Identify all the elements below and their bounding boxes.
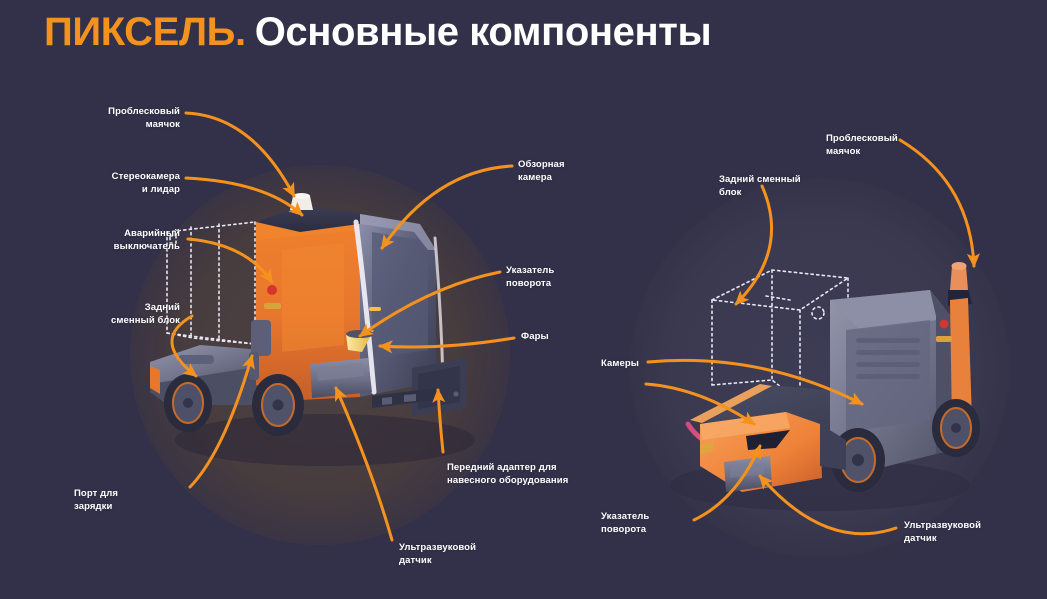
callout-label-emergency-switch: Аварийный выключатель xyxy=(113,228,180,252)
leader-turn-signal-left xyxy=(358,270,502,338)
leader-cameras-2 xyxy=(644,382,756,426)
callout-label-ultrasonic-right: Ультразвуковой датчик xyxy=(904,520,982,544)
brand-name: ПИКСЕЛЬ. xyxy=(44,10,246,54)
orange-pillar xyxy=(950,298,972,424)
leader-cameras-1 xyxy=(646,358,864,406)
leader-charging-port xyxy=(188,354,255,489)
rear-module-wireframe xyxy=(166,221,256,345)
callout-leader-lines xyxy=(170,111,980,542)
callout-label-beacon-left: Проблесковый маячок xyxy=(108,106,180,130)
callout-label-turn-signal-left: Указатель поворота xyxy=(506,265,555,289)
wheel-front-left xyxy=(252,374,304,436)
callout-label-cameras: Камеры xyxy=(601,358,640,369)
wheel-rear-right xyxy=(932,399,980,457)
page-title: ПИКСЕЛЬ.Основные компоненты xyxy=(44,10,712,54)
callout-label-stereo-lidar: Стереокамера и лидар xyxy=(111,171,180,195)
turn-signal-left-lamp xyxy=(369,307,381,311)
callout-label-turn-signal-right: Указатель поворота xyxy=(601,511,650,535)
callout-label-headlights: Фары xyxy=(521,331,549,342)
leader-ultrasonic-left xyxy=(334,386,394,542)
leader-rear-module-right xyxy=(734,184,774,306)
callout-label-ultrasonic-left: Ультразвуковой датчик xyxy=(399,542,477,566)
leader-rear-module-left xyxy=(170,314,198,378)
vehicle-rear-view xyxy=(670,262,980,511)
callout-label-charging-port: Порт для зарядки xyxy=(74,488,119,512)
leader-emergency-switch xyxy=(186,237,274,284)
callout-label-beacon-right: Проблесковый маячок xyxy=(826,133,898,157)
tail-lamp-right xyxy=(939,319,949,329)
callout-label-rear-module-left: Задний сменный блок xyxy=(111,302,180,326)
wheel-rear-left xyxy=(164,374,212,432)
callout-label-rear-module-right: Задний сменный блок xyxy=(719,174,801,198)
leader-beacon-right xyxy=(898,138,980,268)
leader-ultrasonic-right xyxy=(758,474,898,536)
callout-label-front-adapter: Передний адаптер для навесного оборудова… xyxy=(447,462,569,486)
leader-overview-camera xyxy=(380,164,514,250)
leader-beacon-left xyxy=(184,111,296,198)
leader-front-adapter xyxy=(432,388,446,454)
leader-headlights xyxy=(378,336,516,354)
leader-stereo-lidar xyxy=(184,176,304,217)
leader-turn-signal-right xyxy=(692,444,762,522)
callout-label-overview-camera: Обзорная камера xyxy=(518,159,565,183)
emergency-switch-button xyxy=(267,285,277,295)
page-subtitle: Основные компоненты xyxy=(254,10,712,54)
